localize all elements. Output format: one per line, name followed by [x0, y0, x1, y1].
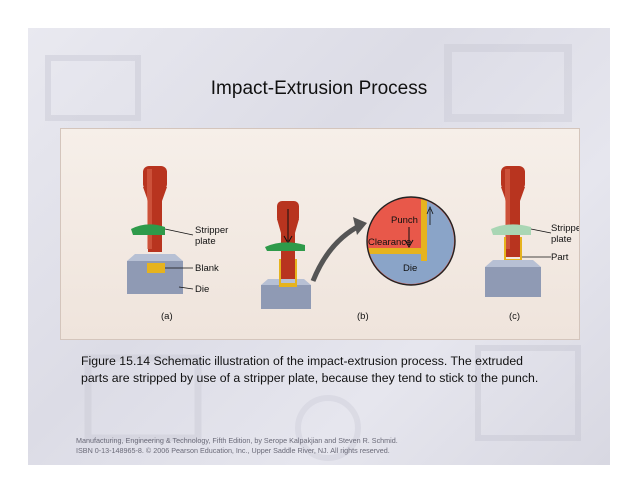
label-clearance-b: Clearance [368, 237, 411, 248]
label-stripper-a-1: Stripper [195, 225, 228, 236]
label-part-c: Part [551, 252, 569, 263]
label-stripper-c-2: plate [551, 234, 572, 245]
blank-a [147, 263, 165, 273]
label-punch-b: Punch [391, 215, 418, 226]
punch-a [143, 166, 167, 190]
label-stripper-c-1: Stripper [551, 223, 579, 234]
background-pattern [45, 44, 581, 461]
impact-extrusion-figure: Stripper plate Blank Die (a) [127, 166, 579, 322]
label-stripper-a-2: plate [195, 236, 216, 247]
panel-c-drawing: Stripper plate Part (c) [485, 166, 579, 322]
slide: Impact-Extrusion Process Stripper [28, 28, 610, 465]
label-blank-a: Blank [195, 263, 219, 274]
caption-line-2: parts are stripped by use of a stripper … [81, 371, 539, 385]
panel-a-label: (a) [161, 311, 173, 322]
label-die-b: Die [403, 263, 417, 274]
stripper-plate-b [265, 242, 305, 251]
copyright-footer: Manufacturing, Engineering & Technology,… [76, 436, 596, 456]
panel-c-label: (c) [509, 311, 520, 322]
panel-b-drawing: Punch Clearance Die (b) [261, 196, 456, 322]
punch-a-taper [143, 187, 167, 252]
punch-c [501, 166, 525, 190]
stripper-plate-c [491, 224, 531, 235]
die-b [261, 285, 311, 309]
caption-line-1: Figure 15.14 Schematic illustration of t… [81, 354, 523, 368]
stripper-plate-a [131, 224, 165, 235]
panel-a-drawing: Stripper plate Blank Die (a) [127, 166, 228, 322]
footer-line-2: ISBN 0-13-148965-8. © 2006 Pearson Educa… [76, 446, 390, 455]
panel-b-label: (b) [357, 311, 369, 322]
zoom-arrow [310, 222, 363, 282]
die-a [127, 261, 183, 294]
die-c [485, 267, 541, 297]
footer-line-1: Manufacturing, Engineering & Technology,… [76, 436, 398, 445]
part-b [279, 259, 297, 287]
figure-panel: Stripper plate Blank Die (a) [60, 128, 580, 340]
label-die-a: Die [195, 284, 209, 295]
figure-caption: Figure 15.14 Schematic illustration of t… [81, 353, 591, 387]
slide-title: Impact-Extrusion Process [210, 78, 428, 99]
